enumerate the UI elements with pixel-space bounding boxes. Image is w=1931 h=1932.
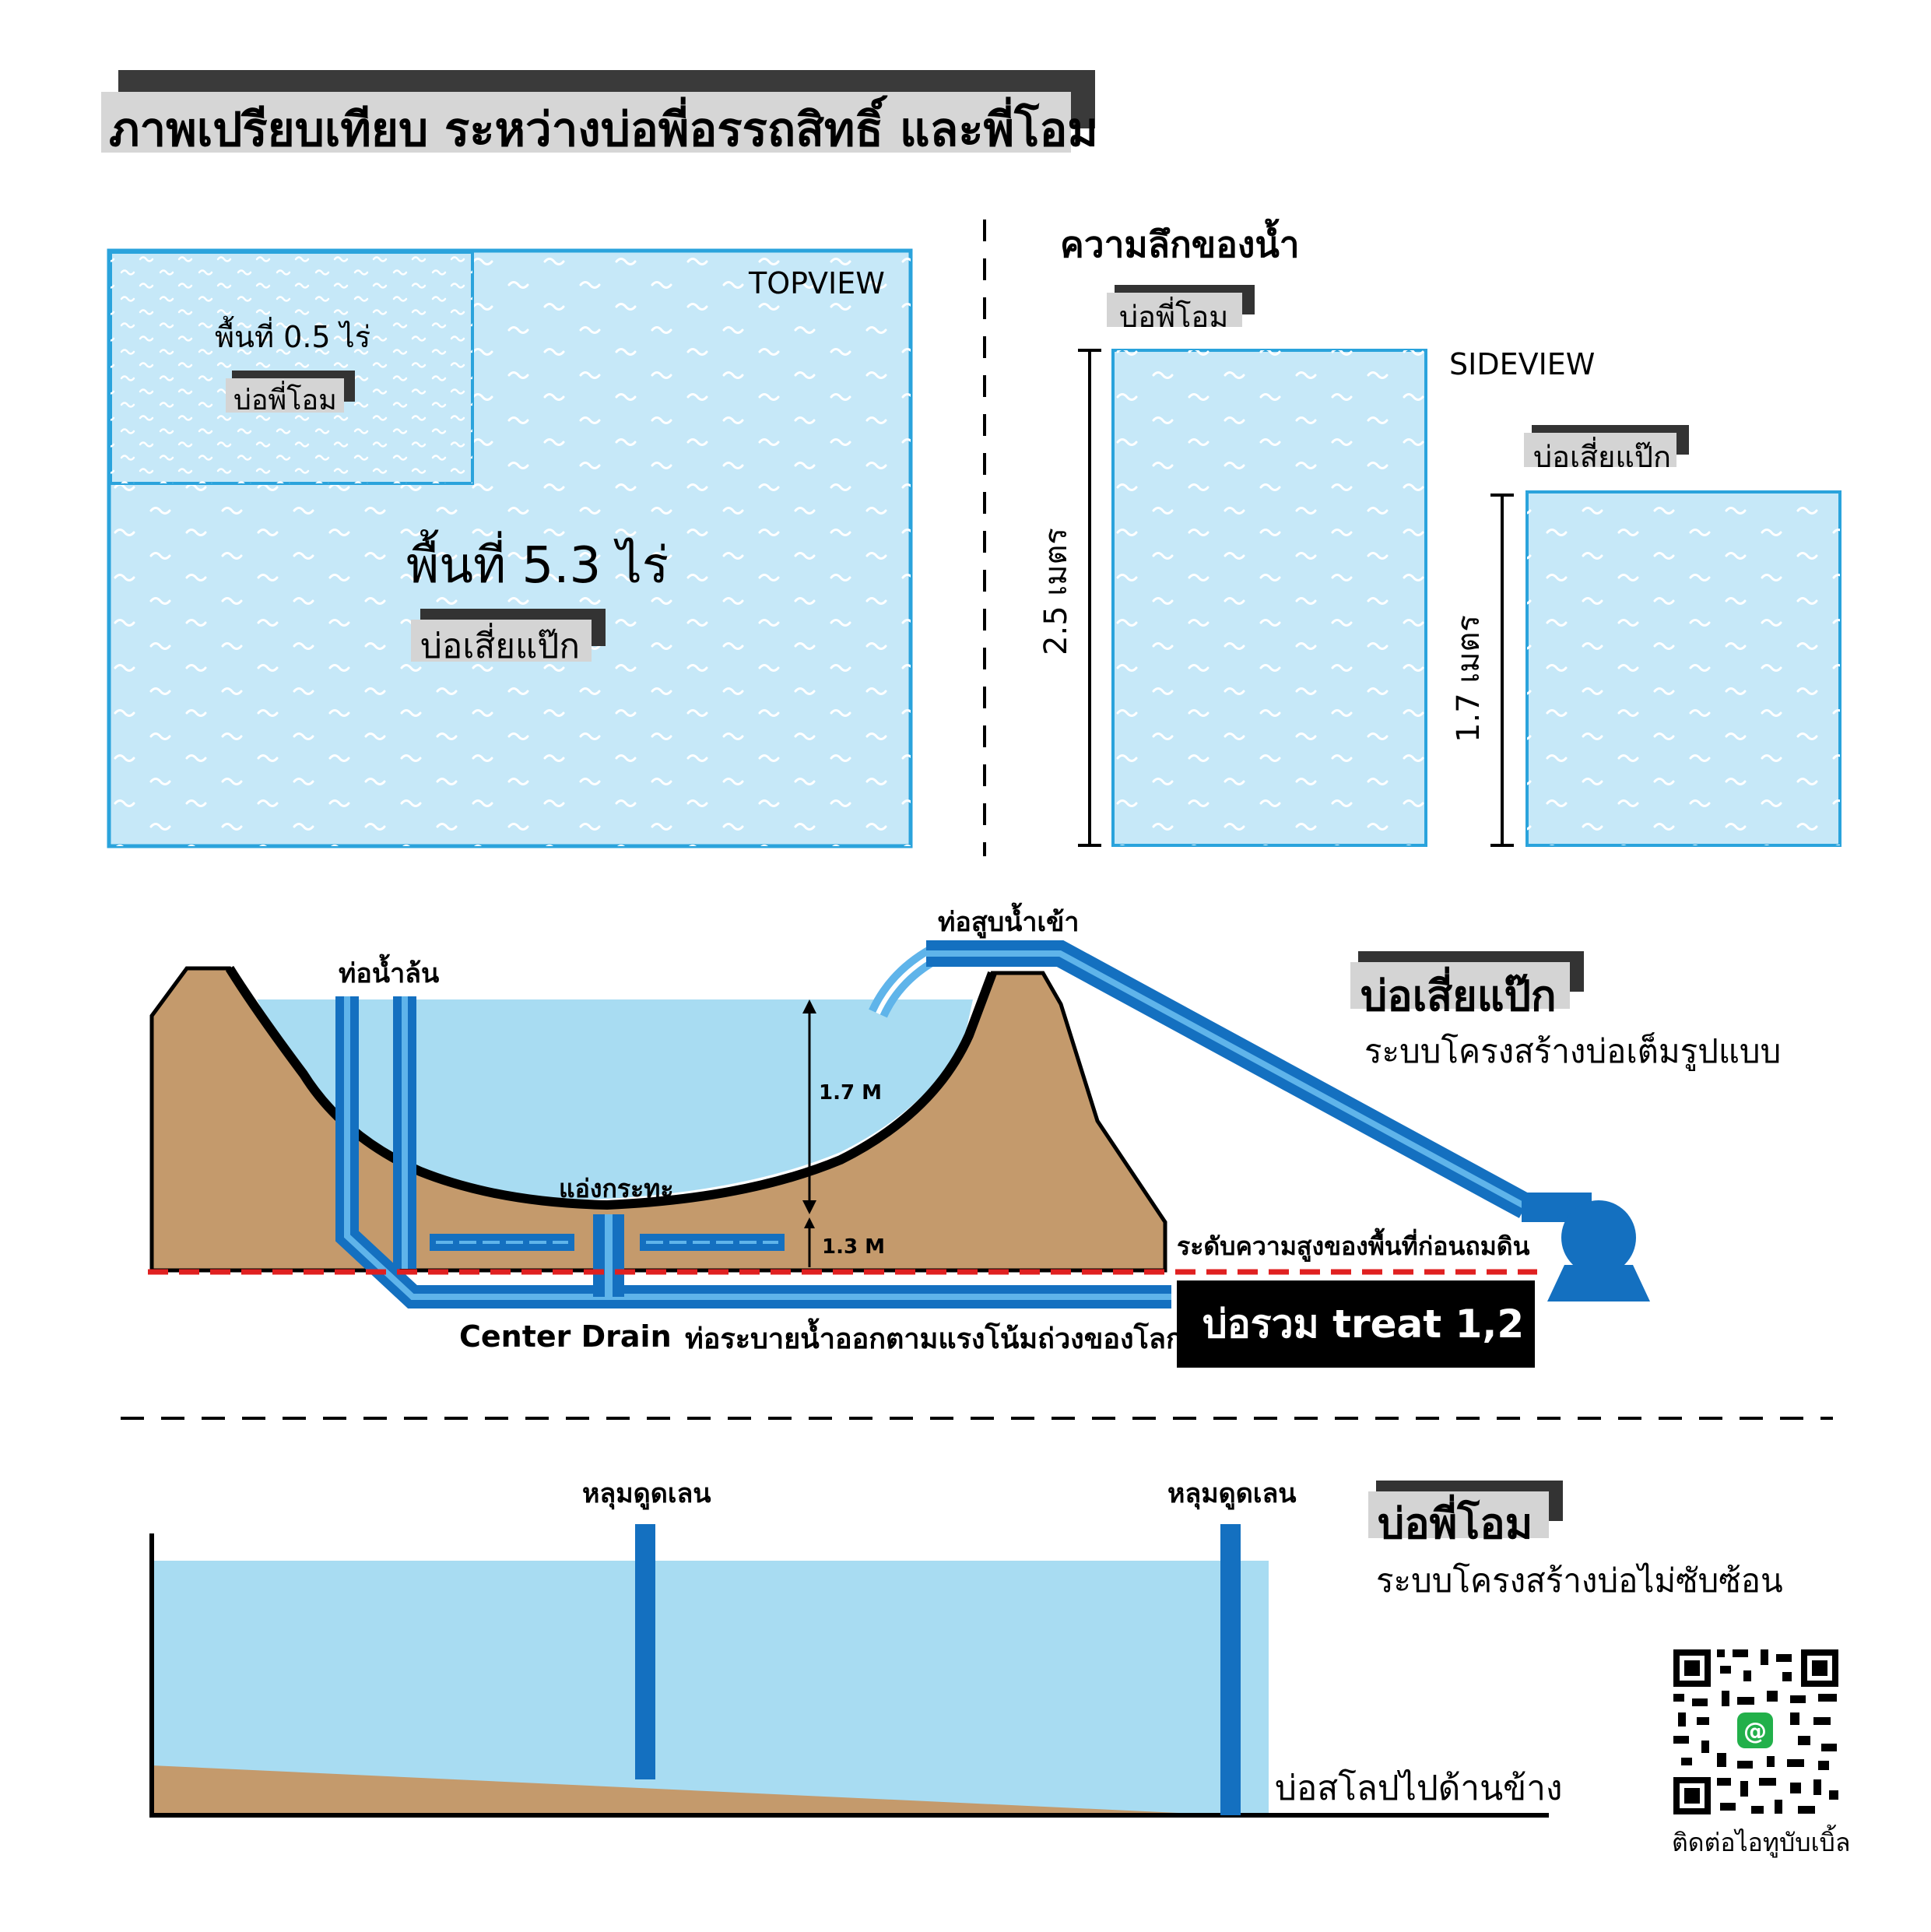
topview-panel: TOPVIEW พื้นที่ 0.5 ไร่ บ่อพี่โอม พื้นที… <box>107 248 913 848</box>
drain-screen-left <box>430 1234 574 1251</box>
pond-b-name-tag: บ่อเสี่ยแป๊ก <box>1524 425 1689 474</box>
section2-sloped-soil <box>152 1765 1230 1815</box>
overflow-pipe-label: ท่อน้ำล้น <box>339 954 439 989</box>
sludge-pipe-b <box>1220 1524 1241 1815</box>
sludge-pipe-a-label: หลุมดูดเลน <box>582 1478 711 1510</box>
pond-a-depth-label: 2.5 เมตร <box>1038 528 1074 655</box>
small-pond-name: บ่อพี่โอม <box>233 381 337 416</box>
overflow-pipe <box>335 996 1171 1308</box>
section1-water <box>257 999 973 1200</box>
gravity-drain-label: ท่อระบายน้ำออกตามแรงโน้มถ่วงของโลก <box>685 1318 1183 1355</box>
sideview-tag: SIDEVIEW <box>1449 347 1595 381</box>
large-pond-name-tag: บ่อเสี่ยแป๊ก <box>411 609 606 666</box>
title-banner: ภาพเปรียบเทียบ ระหว่างบ่อพี่อรรถสิทธิ์ แ… <box>101 70 1098 157</box>
pond-b-depth-dimension: 1.7 เมตร <box>1451 494 1514 847</box>
small-area-label: พื้นที่ 0.5 ไร่ <box>215 315 370 354</box>
center-drain-label: Center Drain <box>459 1319 672 1354</box>
sideview-panel: ความลึกของน้ำ บ่อพี่โอม SIDEVIEW 2.5 เมต… <box>1038 218 1841 847</box>
depth-heading: ความลึกของน้ำ <box>1060 218 1300 265</box>
small-pond-name-tag: บ่อพี่โอม <box>226 371 355 416</box>
section1-pond-name-tag: บ่อเสี่ยแป๊ก <box>1350 951 1584 1020</box>
section2-water <box>152 1561 1269 1814</box>
section2-pond-name-tag: บ่อพี่โอม <box>1368 1481 1563 1548</box>
inlet-pipe <box>869 940 1533 1218</box>
simple-structure-cross-section: หลุมดูดเลน หลุมดูดเลน บ่อพี่โอม ระบบโครง… <box>149 1478 1783 1818</box>
treat-tank-box: บ่อรวม treat 1,2 <box>1177 1280 1535 1368</box>
pond-a-depth-dimension: 2.5 เมตร <box>1038 349 1101 847</box>
large-pond-name: บ่อเสี่ยแป๊ก <box>420 622 580 666</box>
full-structure-cross-section: 1.7 M 1.3 M ท่อน้ำล้น แอ่งกระทะ <box>148 902 1781 1368</box>
large-area-label: พื้นที่ 5.3 ไร่ <box>406 529 669 595</box>
slope-note: บ่อสโลปไปด้านข้าง <box>1275 1769 1562 1808</box>
pond-a-name-tag: บ่อพี่โอม <box>1107 285 1255 334</box>
ground-level-label: ระดับความสูงของพื้นที่ก่อนถมดิน <box>1177 1228 1530 1263</box>
section2-pond-name: บ่อพี่โอม <box>1378 1494 1533 1548</box>
svg-text:@: @ <box>1743 1718 1767 1745</box>
sludge-pipe-b-label: หลุมดูดเลน <box>1167 1478 1297 1510</box>
section1-description: ระบบโครงสร้างบ่อเต็มรูปแบบ <box>1364 1032 1781 1071</box>
pond-a-name: บ่อพี่โอม <box>1119 297 1228 334</box>
sludge-pipe-a <box>635 1524 655 1779</box>
basin-label: แอ่งกระทะ <box>559 1174 674 1203</box>
drain-screen-right <box>640 1234 785 1251</box>
contact-caption: ติดต่อไอทูบับเบิ้ล <box>1672 1825 1850 1858</box>
base-height-label: 1.3 M <box>822 1235 885 1259</box>
treat-tank-label: บ่อรวม treat 1,2 <box>1202 1301 1524 1347</box>
water-depth-dimension: 1.7 M <box>802 999 882 1214</box>
section1-pond-name: บ่อเสี่ยแป๊ก <box>1360 966 1557 1020</box>
topview-tag: TOPVIEW <box>748 266 885 300</box>
contact-qr-code[interactable]: @ <box>1670 1646 1841 1818</box>
page-title: ภาพเปรียบเทียบ ระหว่างบ่อพี่อรรถสิทธิ์ แ… <box>109 95 1098 157</box>
inlet-pipe-label: ท่อสูบน้ำเข้า <box>938 902 1079 939</box>
pond-b-name: บ่อเสี่ยแป๊ก <box>1533 437 1671 474</box>
section2-pond-outline <box>149 1533 1549 1818</box>
water-pump-icon <box>1522 1193 1650 1301</box>
line-at-icon: @ <box>1737 1712 1773 1748</box>
water-depth-label: 1.7 M <box>819 1081 882 1105</box>
section2-description: ระบบโครงสร้างบ่อไม่ซับซ้อน <box>1376 1561 1783 1600</box>
pond-b-depth-label: 1.7 เมตร <box>1451 615 1487 743</box>
base-height-dimension: 1.3 M <box>804 1217 885 1267</box>
